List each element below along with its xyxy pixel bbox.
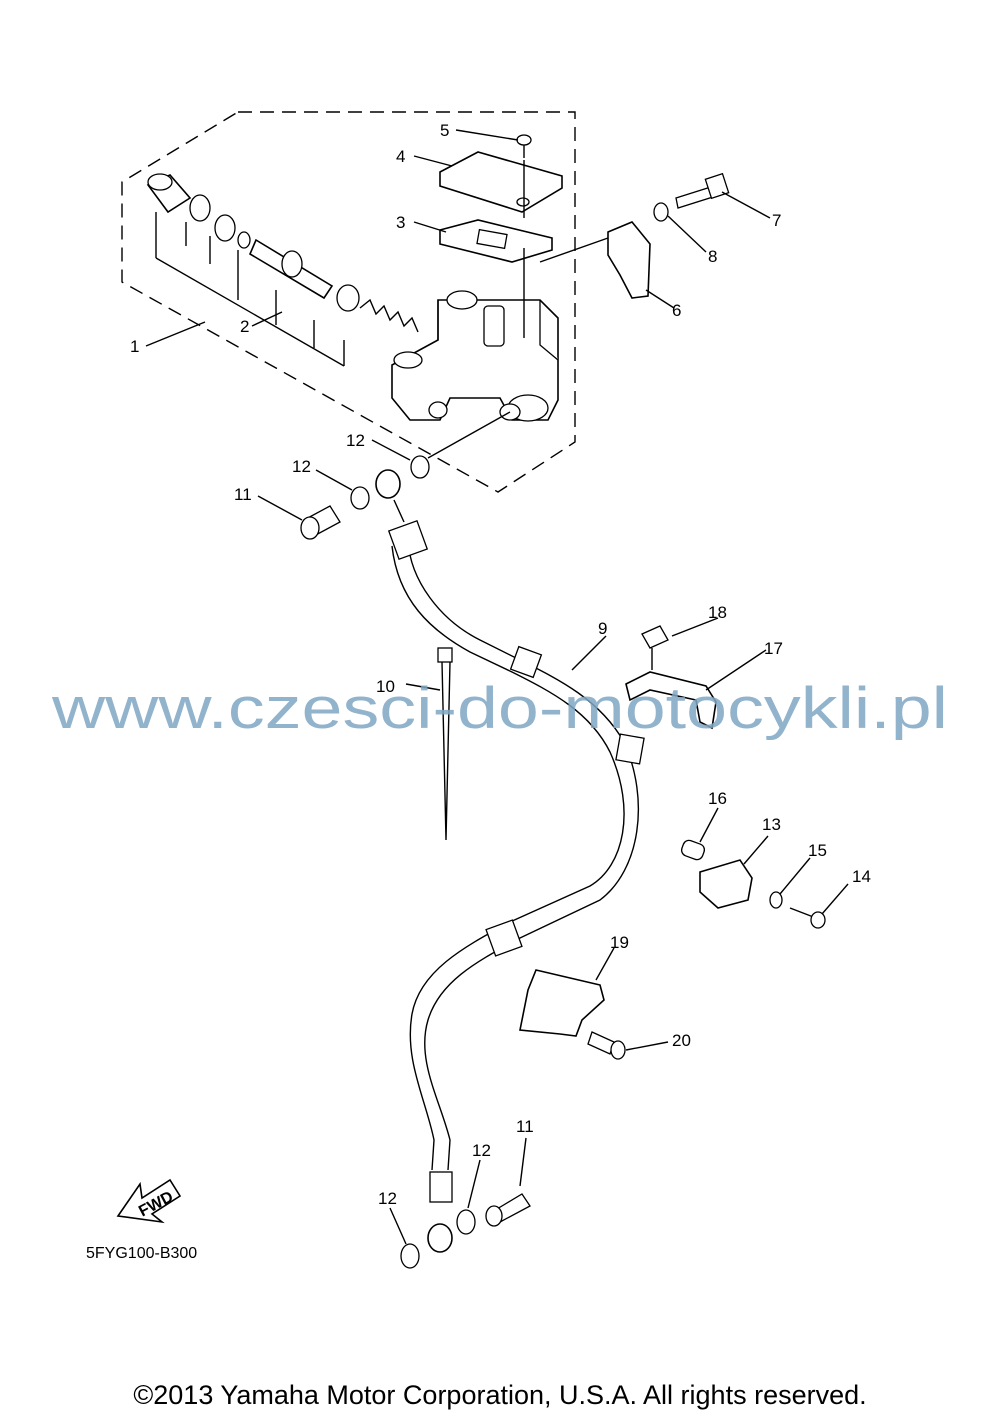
washer-15 — [769, 891, 783, 909]
union-bolt-bottom — [485, 1193, 531, 1227]
part-code: 5FYG100-B300 — [86, 1245, 197, 1262]
callout-3: 3 — [396, 213, 405, 232]
callout-12-c: 12 — [472, 1141, 491, 1160]
cable-tie — [437, 647, 453, 841]
holder-bolt — [675, 172, 730, 209]
clamp-bolt — [641, 625, 669, 670]
callout-20: 20 — [672, 1031, 691, 1050]
callout-8: 8 — [708, 247, 717, 266]
cap-screw — [516, 134, 532, 158]
master-cylinder-holder — [607, 221, 651, 299]
assembly-boundary — [121, 111, 576, 493]
washer-12-b — [410, 455, 430, 479]
hose-clamp — [625, 671, 717, 730]
callout-19: 19 — [610, 933, 629, 952]
callout-18: 18 — [708, 603, 727, 622]
callout-13: 13 — [762, 815, 781, 834]
callout-15: 15 — [808, 841, 827, 860]
fwd-arrow-icon: FWD — [116, 1178, 182, 1224]
brake-hose — [375, 469, 645, 1253]
holder-screw — [789, 907, 826, 929]
union-bolt-top — [300, 505, 341, 540]
washer-8 — [653, 202, 669, 222]
piston-kit — [146, 173, 419, 367]
callout-7: 7 — [772, 211, 781, 230]
guide-bolt — [587, 1031, 626, 1060]
callout-4: 4 — [396, 147, 405, 166]
leader-lines — [145, 129, 849, 1245]
callout-12-b: 12 — [346, 431, 365, 450]
washer-12-c — [400, 1243, 420, 1269]
callout-5: 5 — [440, 121, 449, 140]
hose-guide — [519, 969, 605, 1037]
callout-1: 1 — [130, 337, 139, 356]
master-cylinder-body — [391, 290, 559, 422]
callout-10: 10 — [376, 677, 395, 696]
cap — [439, 151, 563, 213]
callout-14: 14 — [852, 867, 871, 886]
watermark: www.czesci-do-motocykli.pl — [51, 676, 948, 741]
callout-2: 2 — [240, 317, 249, 336]
callout-12-a: 12 — [292, 457, 311, 476]
callout-12-d: 12 — [378, 1189, 397, 1208]
callout-6: 6 — [672, 301, 681, 320]
washer-12-a — [350, 486, 370, 510]
callout-17: 17 — [764, 639, 783, 658]
copyright: ©2013 Yamaha Motor Corporation, U.S.A. A… — [133, 1380, 867, 1410]
callout-16: 16 — [708, 789, 727, 808]
callout-11-bottom: 11 — [516, 1117, 534, 1136]
hose-holder — [699, 859, 753, 909]
callout-9: 9 — [598, 619, 607, 638]
washer-12-d — [456, 1209, 476, 1235]
collar — [680, 839, 706, 861]
callout-11-top: 11 — [234, 485, 252, 504]
